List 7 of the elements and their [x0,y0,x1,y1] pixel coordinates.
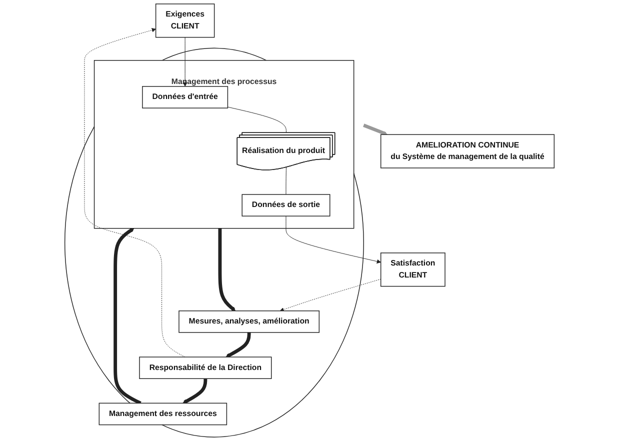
arrow [226,332,251,358]
arrow [363,124,388,136]
arrow [114,228,142,405]
arrow [218,228,236,312]
connector [227,106,286,134]
arrow [182,378,208,404]
cluster [64,48,364,438]
